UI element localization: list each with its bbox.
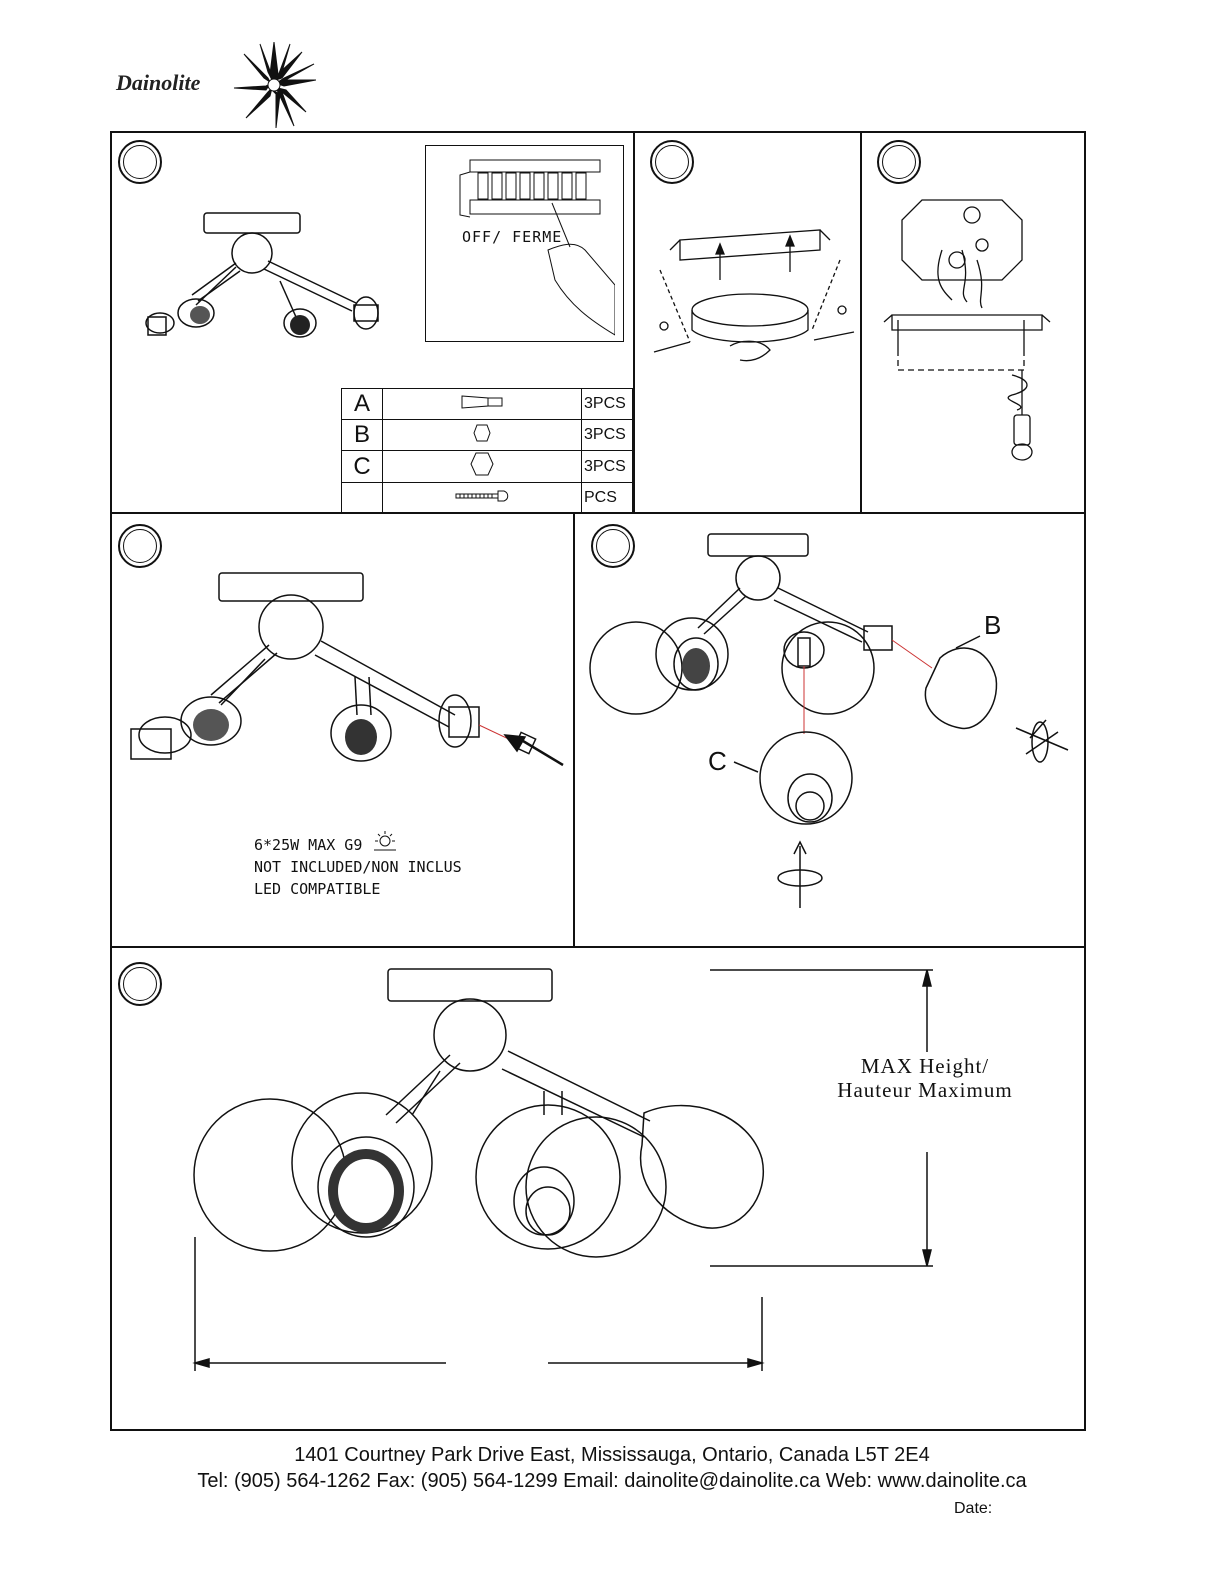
part-quantity: PCS (581, 482, 633, 514)
parts-row: C 3PCS (341, 450, 633, 483)
part-letter: A (341, 388, 383, 420)
bulb-spec-text: 6*25W MAX G9 (254, 836, 363, 854)
brand-logo-text: Dainolite (116, 70, 201, 95)
step-4-marker (118, 524, 162, 568)
max-height-dimension (705, 960, 945, 1275)
small-nut-icon (382, 419, 582, 451)
part-letter: B (341, 419, 383, 451)
bulb-install-illustration (125, 565, 570, 790)
large-nut-icon (382, 450, 582, 483)
step-2-marker (650, 140, 694, 184)
part-quantity: 3PCS (581, 450, 633, 483)
parts-row: B 3PCS (341, 419, 633, 451)
mounting-bracket-illustration (650, 210, 860, 370)
instruction-frame (110, 131, 1086, 1431)
footer-address: 1401 Courtney Park Drive East, Mississau… (294, 1444, 930, 1466)
part-quantity: 3PCS (581, 388, 633, 420)
max-height-label-line2: Hauteur Maximum (837, 1078, 1013, 1102)
footer-contact: Tel: (905) 564-1262 Fax: (905) 564-1299 … (197, 1470, 1027, 1492)
led-bulb-icon (372, 830, 398, 852)
divider (110, 946, 1086, 948)
step-6-marker (118, 962, 162, 1006)
divider (860, 131, 862, 513)
breaker-off-label: OFF/ FERME (462, 228, 563, 246)
breaker-panel-box (425, 145, 624, 342)
parts-list-table: A 3PCS B 3PCS C 3PCS PCS (341, 388, 633, 514)
assembled-fixture-illustration (192, 965, 765, 1375)
max-height-label-line1: MAX Height/ (860, 1054, 990, 1078)
breaker-switches-illustration (440, 155, 615, 340)
part-letter: C (341, 450, 383, 483)
fixture-illustration-step1 (140, 205, 390, 350)
shade-install-illustration (588, 528, 1083, 913)
part-quantity: 3PCS (581, 419, 633, 451)
wire-connector-icon (382, 388, 582, 420)
part-letter (341, 482, 383, 514)
junction-box-illustration (872, 190, 1062, 475)
footer-date-label: Date: (954, 1500, 993, 1517)
divider (633, 131, 635, 513)
led-compatible-text: LED COMPATIBLE (254, 880, 381, 898)
part-c-label: C (708, 746, 727, 776)
divider (573, 512, 575, 946)
step-3-marker (877, 140, 921, 184)
bulb-not-included-text: NOT INCLUDED/NON INCLUS (254, 858, 462, 876)
parts-row: PCS (341, 482, 633, 514)
starburst-logo-icon (233, 42, 316, 128)
parts-row: A 3PCS (341, 388, 633, 420)
screw-icon (382, 482, 582, 514)
step-5-marker (591, 524, 635, 568)
step-1-marker (118, 140, 162, 184)
part-b-label: B (984, 610, 1002, 640)
